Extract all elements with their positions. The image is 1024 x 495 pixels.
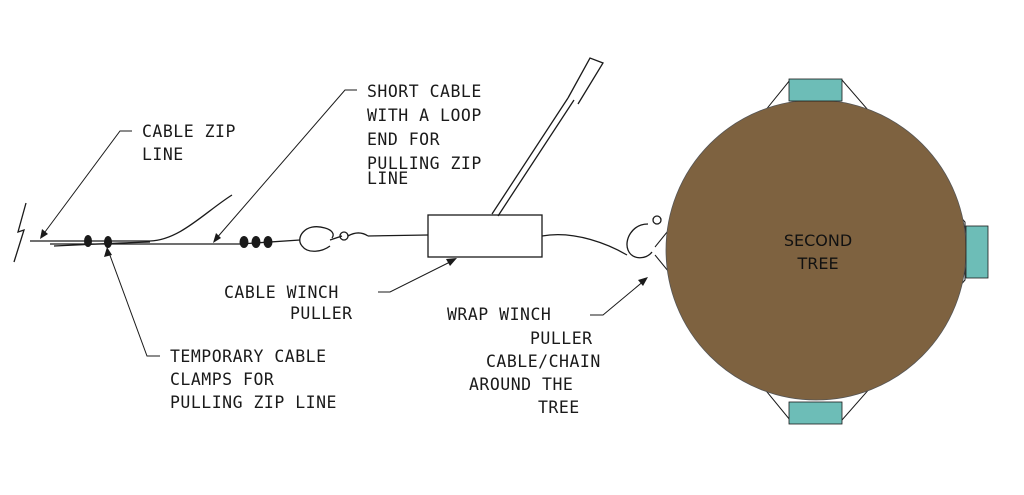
temporary-cable-clamp (104, 236, 112, 248)
loop-cable-clamp (251, 236, 261, 248)
label-winch-puller-1: CABLE WINCH (224, 283, 339, 302)
leader-wrap-winch (590, 279, 646, 316)
tree-protector-pad-top (788, 78, 843, 102)
label-temp-clamps-1: TEMPORARY CABLE (170, 347, 327, 366)
winch-handle-shaft (491, 97, 569, 215)
label-temp-clamps-3: PULLING ZIP LINE (170, 393, 337, 412)
winch-cable-front (367, 234, 429, 237)
zip-line-cable (30, 194, 233, 242)
label-short-cable-1: SHORT CABLE (367, 82, 482, 101)
temporary-cable-clamp (84, 235, 92, 247)
arrow-head (40, 229, 48, 239)
label-winch-puller-2: PULLER (290, 304, 353, 323)
label-short-cable-4: PULLING ZIP (367, 154, 482, 173)
leader-short-cable (214, 89, 357, 241)
leader-cable-zip-line (41, 130, 132, 237)
label-wrap-winch-2: PULLER (530, 329, 593, 348)
loop-cable-clamp (239, 236, 249, 248)
label-wrap-winch-5: TREE (538, 398, 580, 417)
label-short-cable-3: END FOR (367, 130, 440, 149)
tree-protector-pad-right (965, 225, 989, 279)
winch-handle-grip (567, 57, 604, 105)
leader-winch-puller (378, 259, 455, 293)
label-wrap-winch-4: AROUND THE (469, 375, 573, 394)
winch-hook-left (299, 226, 334, 252)
arrow-head (638, 277, 648, 286)
winch-hook-right (626, 223, 653, 259)
tree-label-line-1: SECOND (784, 231, 852, 250)
arrow-head (213, 233, 221, 243)
label-wrap-winch-1: WRAP WINCH (447, 305, 551, 324)
leader-temp-clamps (107, 249, 160, 357)
label-short-cable-2: WITH A LOOP (367, 106, 482, 125)
tree-label-line-2: TREE (796, 254, 838, 273)
label-wrap-winch-3: CABLE/CHAIN (486, 352, 601, 371)
label-temp-clamps-2: CLAMPS FOR (170, 370, 274, 389)
label-short-cable-5: LINE (367, 169, 409, 188)
tree-protector-pad-bottom (788, 401, 843, 425)
zip-line-cable-tail (53, 241, 151, 247)
break-mark (13, 202, 27, 263)
label-cable-zip-line-1: CABLE ZIP (142, 122, 236, 141)
loop-cable-clamp (263, 236, 273, 248)
winch-body (427, 214, 543, 258)
hook-eye-right (652, 215, 662, 225)
label-cable-zip-line-2: LINE (142, 145, 184, 164)
hook-swivel (347, 232, 369, 237)
arrow-head (446, 258, 457, 266)
tree-trunk (665, 99, 967, 401)
arrow-head (104, 247, 112, 257)
winch-cable-back (541, 234, 628, 256)
winch-handle-shaft (497, 99, 575, 217)
